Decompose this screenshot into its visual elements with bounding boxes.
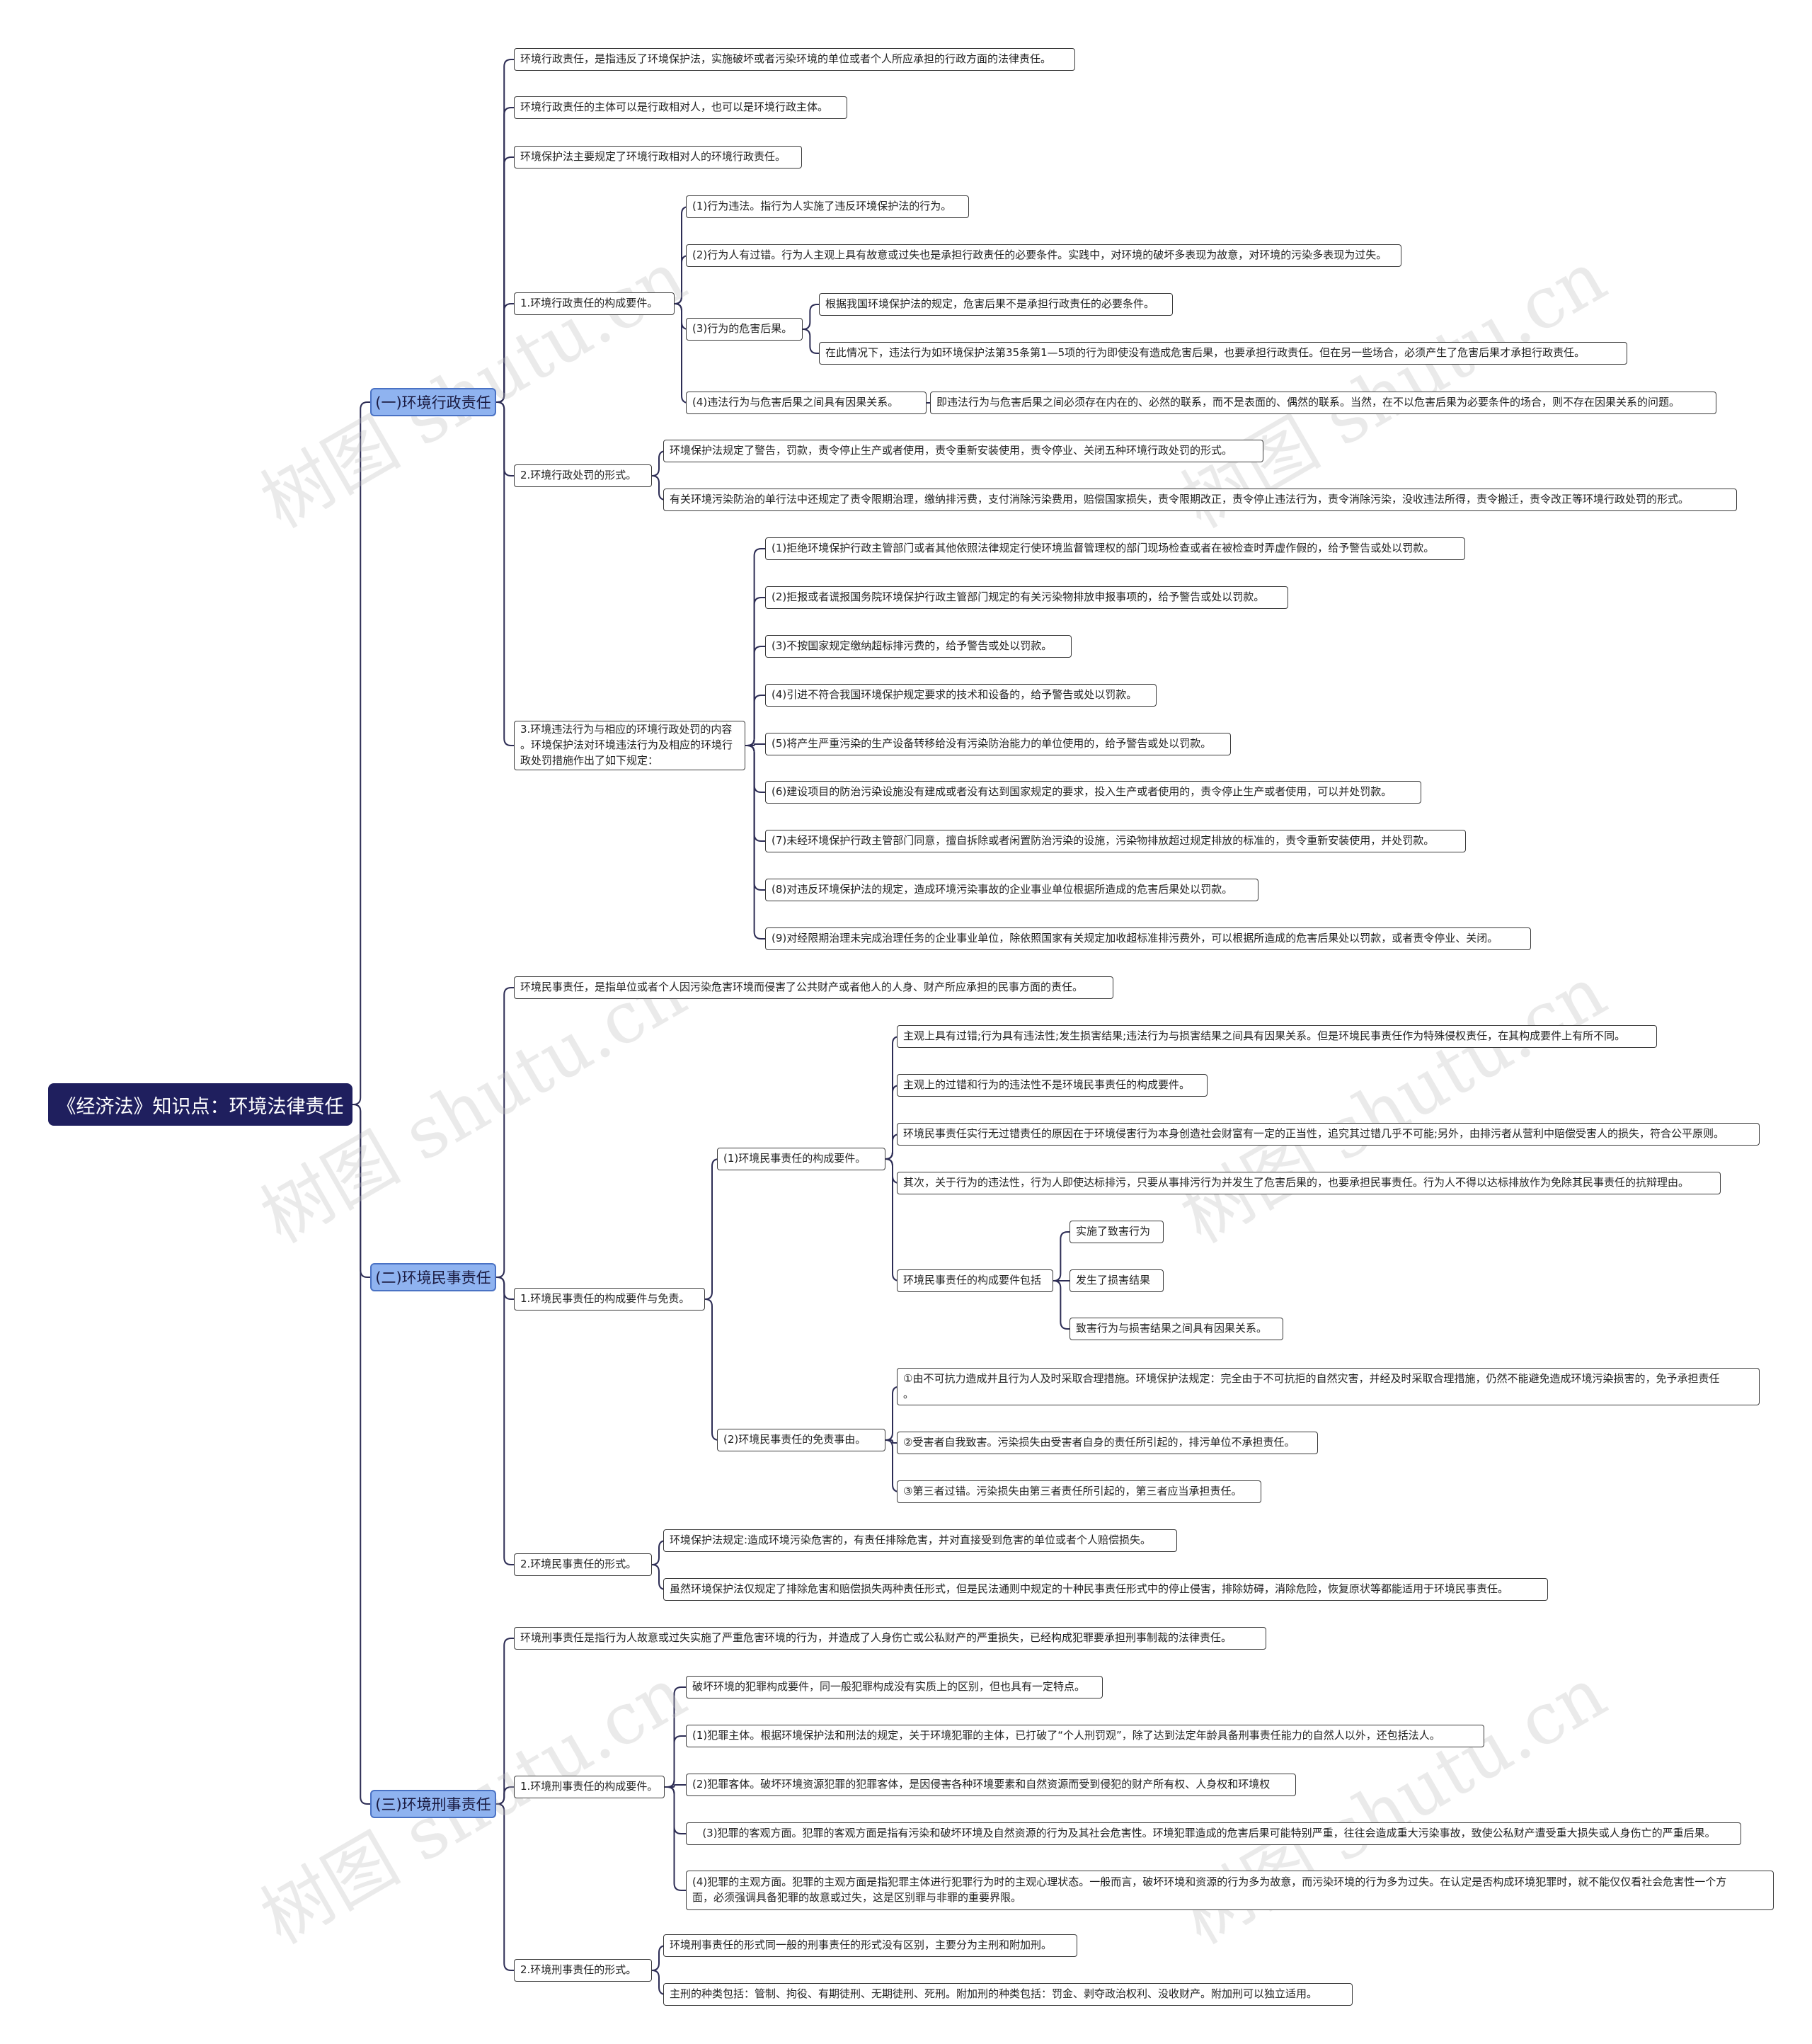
- branch-civil-liability[interactable]: (二)环境民事责任: [370, 1263, 496, 1291]
- leaf-node[interactable]: 致害行为与损害结果之间具有因果关系。: [1070, 1318, 1283, 1340]
- connector-line: [803, 329, 819, 354]
- leaf-node[interactable]: (2)行为人有过错。行为人主观上具有故意或过失也是承担行政责任的必要条件。实践中…: [686, 244, 1401, 267]
- connector-line: [665, 1735, 686, 1788]
- leaf-node[interactable]: 环境行政责任的主体可以是行政相对人，也可以是环境行政主体。: [514, 96, 847, 119]
- connector-line: [745, 745, 765, 793]
- leaf-node[interactable]: 环境保护法规定:造成环境污染危害的，有责任排除危害，并对直接受到危害的单位或者个…: [663, 1529, 1177, 1552]
- leaf-node[interactable]: (4)引进不符合我国环境保护规定要求的技术和设备的，给予警告或处以罚款。: [765, 684, 1157, 707]
- leaf-node[interactable]: ①由不可抗力造成并且行为人及时采取合理措施。环境保护法规定：完全由于不可抗拒的自…: [897, 1368, 1760, 1405]
- leaf-node[interactable]: (3)犯罪的客观方面。犯罪的客观方面是指有污染和破坏环境及自然资源的行为及其社会…: [686, 1822, 1741, 1845]
- leaf-node[interactable]: 2.环境民事责任的形式。: [514, 1553, 652, 1576]
- leaf-node[interactable]: (9)对经限期治理未完成治理任务的企业事业单位，除依照国家有关规定加收超标准排污…: [765, 927, 1531, 950]
- connector-line: [352, 401, 370, 1105]
- connector-line: [704, 1158, 720, 1300]
- connector-line: [496, 401, 514, 746]
- connector-line: [352, 1104, 370, 1805]
- leaf-node[interactable]: 环境民事责任的构成要件包括: [897, 1269, 1053, 1292]
- connector-line: [496, 1786, 514, 1805]
- leaf-node[interactable]: 1.环境刑事责任的构成要件。: [514, 1776, 665, 1798]
- leaf-node[interactable]: (7)未经环境保护行政主管部门同意，擅自拆除或者闲置防治污染的设施，污染物排放超…: [765, 830, 1466, 852]
- connector-line: [496, 401, 514, 476]
- leaf-node[interactable]: 环境民事责任实行无过错责任的原因在于环境侵害行为本身创造社会财富有一定的正当性，…: [897, 1123, 1760, 1146]
- leaf-node[interactable]: (2)环境民事责任的免责事由。: [717, 1429, 885, 1451]
- leaf-node[interactable]: (1)环境民事责任的构成要件。: [717, 1148, 885, 1170]
- leaf-node[interactable]: 1.环境民事责任的构成要件与免责。: [514, 1288, 705, 1311]
- leaf-node[interactable]: 破坏环境的犯罪构成要件，同一般犯罪构成没有实质上的区别，但也具有一定特点。: [686, 1676, 1103, 1698]
- leaf-node[interactable]: 1.环境行政责任的构成要件。: [514, 292, 675, 315]
- connector-line: [496, 1638, 514, 1805]
- leaf-node[interactable]: 3.环境违法行为与相应的环境行政处罚的内容 。环境保护法对环境违法行为及相应的环…: [514, 721, 745, 770]
- leaf-node[interactable]: (3)行为的危害后果。: [686, 318, 803, 341]
- leaf-node[interactable]: 在此情况下，违法行为如环境保护法第35条第1—5项的行为即使没有造成危害后果，也…: [819, 342, 1627, 365]
- leaf-node[interactable]: 2.环境行政处罚的形式。: [514, 464, 652, 487]
- leaf-node[interactable]: 其次，关于行为的违法性，行为人即使达标排污，只要从事排污行为并发生了危害后果的，…: [897, 1172, 1721, 1194]
- connector-line: [745, 745, 765, 891]
- connector-line: [704, 1298, 720, 1441]
- leaf-node[interactable]: 虽然环境保护法仅规定了排除危害和赔偿损失两种责任形式，但是民法通则中规定的十种民…: [663, 1578, 1548, 1601]
- leaf-node[interactable]: ③第三者过错。污染损失由第三者责任所引起的，第三者应当承担责任。: [897, 1480, 1261, 1503]
- leaf-node[interactable]: 发生了损害结果: [1070, 1269, 1164, 1292]
- leaf-node[interactable]: 环境保护法规定了警告，罚款，责令停止生产或者使用，责令重新安装使用，责令停业、关…: [663, 440, 1263, 462]
- connector-line: [665, 1786, 686, 1891]
- leaf-node[interactable]: 环境保护法主要规定了环境行政相对人的环境行政责任。: [514, 146, 802, 169]
- connector-line: [496, 303, 514, 403]
- leaf-node[interactable]: 环境刑事责任是指行为人故意或过失实施了严重危害环境的行为，并造成了人身伤亡或公私…: [514, 1627, 1266, 1650]
- connector-line: [745, 745, 765, 940]
- leaf-node[interactable]: 即违法行为与危害后果之间必须存在内在的、必然的联系，而不是表面的、偶然的联系。当…: [930, 392, 1716, 414]
- connector-line: [885, 1439, 897, 1444]
- connector-line: [496, 156, 514, 403]
- leaf-node[interactable]: 主观上的过错和行为的违法性不是环境民事责任的构成要件。: [897, 1074, 1208, 1097]
- connector-line: [496, 987, 514, 1278]
- leaf-node[interactable]: 实施了致害行为: [1070, 1221, 1164, 1243]
- connector-line: [496, 1277, 514, 1300]
- leaf-node[interactable]: (2)拒报或者谎报国务院环境保护行政主管部门规定的有关污染物排放申报事项的，给予…: [765, 586, 1288, 609]
- connector-line: [496, 1803, 514, 1971]
- leaf-node[interactable]: (4)违法行为与危害后果之间具有因果关系。: [686, 392, 927, 414]
- leaf-node[interactable]: (1)拒绝环境保护行政主管部门或者其他依照法律规定行使环境监督管理权的部门现场检…: [765, 537, 1465, 560]
- connector-line: [665, 1784, 686, 1788]
- connector-line: [496, 107, 514, 403]
- leaf-node[interactable]: (2)犯罪客体。破坏环境资源犯罪的犯罪客体，是因侵害各种环境要素和自然资源而受到…: [686, 1774, 1296, 1796]
- connector-line: [745, 597, 765, 746]
- connector-line: [496, 1277, 514, 1565]
- leaf-node[interactable]: ②受害者自我致害。污染损失由受害者自身的责任所引起的，排污单位不承担责任。: [897, 1432, 1318, 1454]
- branch-administrative-liability[interactable]: (一)环境行政责任: [370, 388, 496, 416]
- connector-line: [1053, 1280, 1070, 1330]
- leaf-node[interactable]: (5)将产生严重污染的生产设备转移给没有污染防治能力的单位使用的，给予警告或处以…: [765, 733, 1231, 755]
- leaf-node[interactable]: 环境行政责任，是指违反了环境保护法，实施破坏或者污染环境的单位或者个人所应承担的…: [514, 48, 1075, 71]
- connector-line: [745, 745, 765, 842]
- leaf-node[interactable]: 主观上具有过错;行为具有违法性;发生损害结果;违法行为与损害结果之间具有因果关系…: [897, 1025, 1657, 1048]
- connector-line: [665, 1786, 686, 1834]
- connector-line: [745, 695, 765, 746]
- leaf-node[interactable]: 2.环境刑事责任的形式。: [514, 1959, 652, 1982]
- leaf-node[interactable]: (1)犯罪主体。根据环境保护法和刑法的规定，关于环境犯罪的主体，已打破了“个人刑…: [686, 1725, 1484, 1747]
- connector-line: [352, 1104, 370, 1278]
- leaf-node[interactable]: (1)行为违法。指行为人实施了违反环境保护法的行为。: [686, 195, 969, 218]
- leaf-node[interactable]: (6)建设项目的防治污染设施没有建成或者没有达到国家规定的要求，投入生产或者使用…: [765, 781, 1421, 804]
- leaf-node[interactable]: (3)不按国家规定缴纳超标排污费的，给予警告或处以罚款。: [765, 635, 1072, 658]
- leaf-node[interactable]: (4)犯罪的主观方面。犯罪的主观方面是指犯罪主体进行犯罪行为时的主观心理状态。一…: [686, 1871, 1774, 1910]
- connector-line: [665, 1686, 686, 1788]
- leaf-node[interactable]: 环境刑事责任的形式同一般的刑事责任的形式没有区别，主要分为主刑和附加刑。: [663, 1934, 1077, 1957]
- leaf-node[interactable]: (8)对违反环境保护法的规定，造成环境污染事故的企业事业单位根据所造成的危害后果…: [765, 879, 1258, 901]
- connector-line: [803, 304, 819, 330]
- leaf-node[interactable]: 有关环境污染防治的单行法中还规定了责令限期治理，缴纳排污费，支付消除污染费用，赔…: [663, 489, 1737, 511]
- root-topic[interactable]: 《经济法》知识点：环境法律责任: [48, 1083, 352, 1126]
- connector-line: [1053, 1231, 1070, 1281]
- leaf-node[interactable]: 根据我国环境保护法的规定，危害后果不是承担行政责任的必要条件。: [819, 293, 1173, 316]
- leaf-node[interactable]: 环境民事责任，是指单位或者个人因污染危害环境而侵害了公共财产或者他人的人身、财产…: [514, 976, 1113, 999]
- connector-line: [745, 743, 765, 746]
- branch-criminal-liability[interactable]: (三)环境刑事责任: [370, 1790, 496, 1818]
- leaf-node[interactable]: 主刑的种类包括：管制、拘役、有期徒刑、无期徒刑、死刑。附加刑的种类包括：罚金、剥…: [663, 1983, 1353, 2006]
